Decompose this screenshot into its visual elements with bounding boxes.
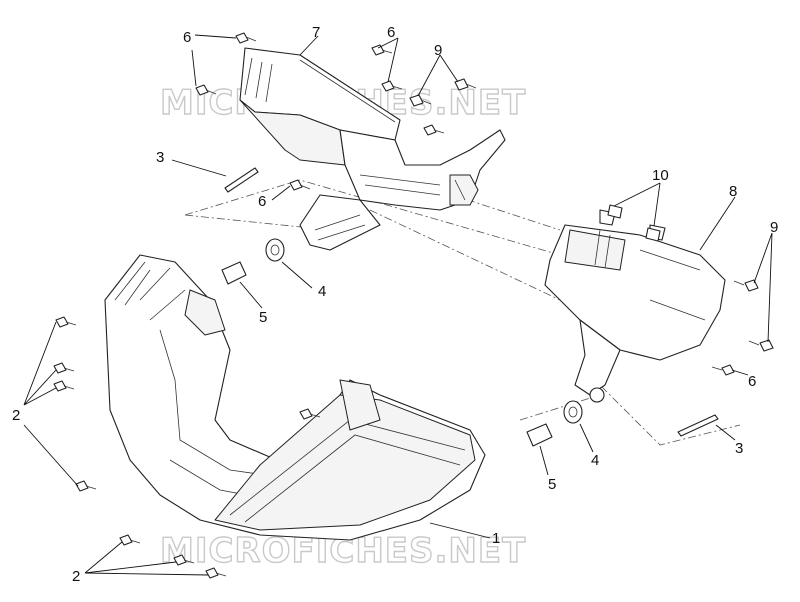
callout-10: 10 <box>652 167 669 184</box>
callout-6-top-left: 6 <box>183 29 191 46</box>
part-8-rear-bracket <box>544 209 726 403</box>
callout-5-upper: 5 <box>259 309 267 326</box>
callout-3-lower: 3 <box>735 440 743 457</box>
callout-labels: 1 2 2 3 3 4 4 5 5 6 6 6 6 7 8 9 9 10 <box>12 24 778 585</box>
callout-2-left: 2 <box>12 407 20 424</box>
part-7-upper-bracket <box>239 47 506 251</box>
callout-7: 7 <box>312 24 320 41</box>
callout-4-upper: 4 <box>318 283 326 300</box>
callout-9-right: 9 <box>770 219 778 236</box>
callout-8: 8 <box>729 183 737 200</box>
part-4-grommets <box>265 238 583 424</box>
leader-lines <box>23 34 773 576</box>
callout-6-right: 6 <box>748 373 756 390</box>
screws <box>53 32 774 579</box>
callout-5-lower: 5 <box>548 476 556 493</box>
part-1-headlight <box>104 254 486 541</box>
callout-6-top: 6 <box>387 24 395 41</box>
callout-2-bottom: 2 <box>72 568 80 585</box>
part-3-bolts <box>224 167 719 437</box>
callout-1: 1 <box>492 530 500 547</box>
callout-9-top: 9 <box>434 42 442 59</box>
callout-3-upper: 3 <box>156 149 164 166</box>
part-5-spacers <box>221 261 553 447</box>
callout-6-middle: 6 <box>258 193 266 210</box>
callout-4-lower: 4 <box>591 452 599 469</box>
assembly-lines <box>184 154 741 446</box>
